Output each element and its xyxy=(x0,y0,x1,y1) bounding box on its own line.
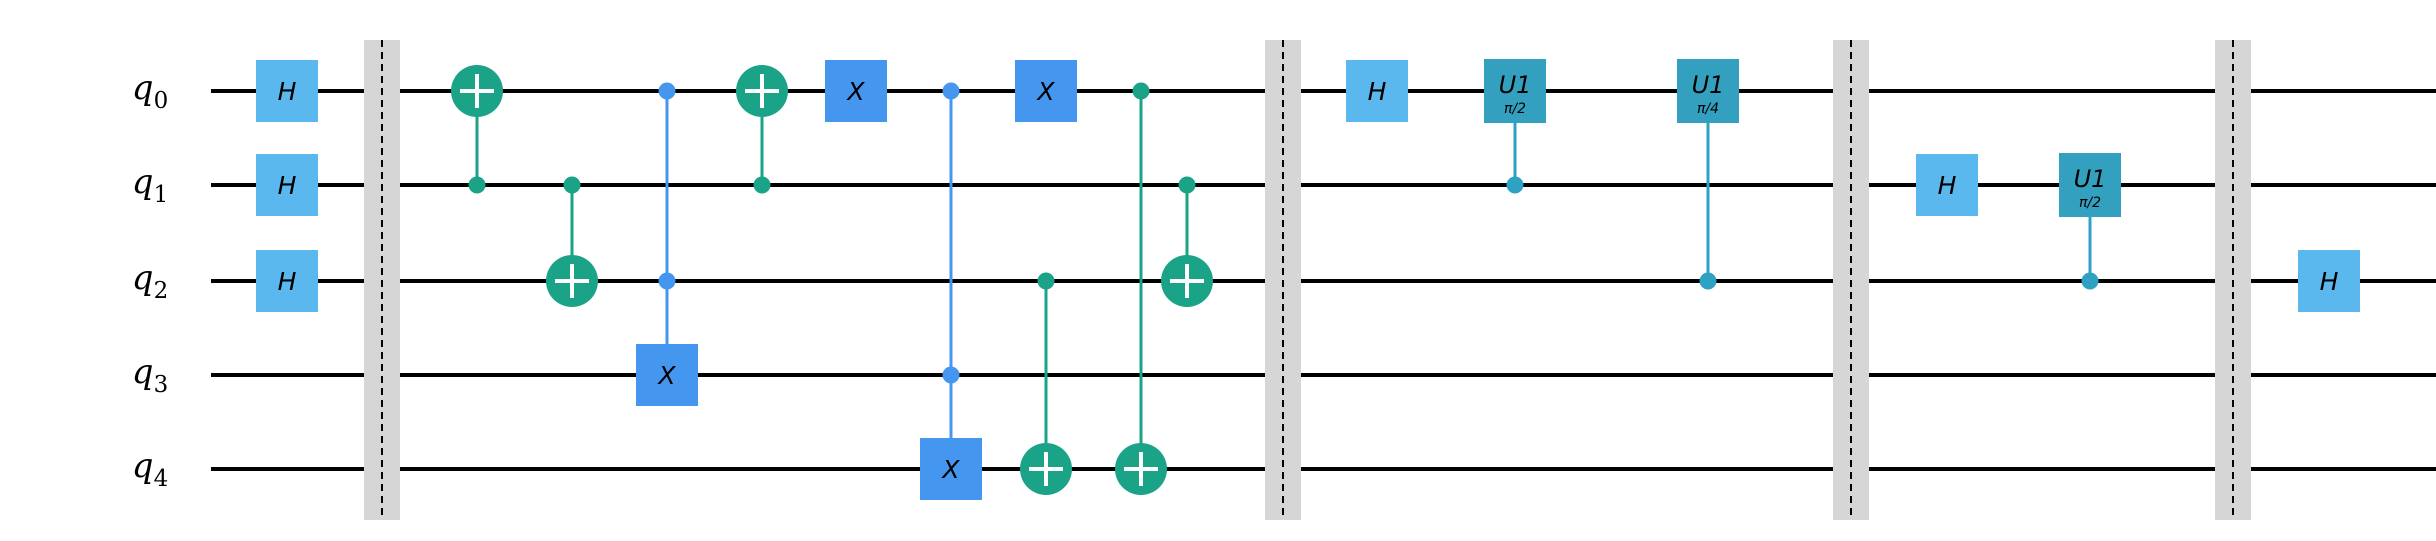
qubit-wires xyxy=(211,89,2436,471)
qubit-name: q xyxy=(132,352,154,392)
cnot-target xyxy=(736,65,788,117)
gate-box xyxy=(825,60,887,122)
qubit-index: 3 xyxy=(154,372,169,398)
gate-box xyxy=(1916,154,1978,216)
u1-gate: U1π/2 xyxy=(1484,59,1546,123)
gate-label: H xyxy=(278,267,297,296)
gate-box xyxy=(2298,250,2360,312)
u1-gate: U1π/4 xyxy=(1677,59,1739,123)
h-gate-q1: H xyxy=(1916,154,1978,216)
x-gate-q0: X xyxy=(825,60,887,122)
gate-box xyxy=(256,60,318,122)
gate-label: X xyxy=(1035,77,1055,106)
gate-box xyxy=(636,344,698,406)
cnot-target xyxy=(1161,255,1213,307)
control-dot xyxy=(1506,176,1524,194)
qubit-label-4: q4 xyxy=(132,446,168,492)
gate-box xyxy=(1015,60,1077,122)
control-dot xyxy=(1178,176,1196,194)
gate-label: X xyxy=(656,361,676,390)
u1-param: π/2 xyxy=(1504,101,1526,117)
gate-box xyxy=(1677,59,1739,123)
gate-box xyxy=(2059,153,2121,217)
control-dot xyxy=(468,176,486,194)
toffoli-x-gate: X xyxy=(920,438,982,500)
u1-param: π/2 xyxy=(2079,195,2101,211)
barrier xyxy=(2215,40,2251,520)
control-dot xyxy=(942,366,960,384)
control-dot xyxy=(1132,82,1150,100)
control-dot xyxy=(658,82,676,100)
toffoli-x-gate: X xyxy=(636,344,698,406)
gate-label: H xyxy=(1368,77,1387,106)
h-gate-q1: H xyxy=(256,154,318,216)
cnot-target xyxy=(1020,443,1072,495)
qubit-name: q xyxy=(132,68,154,108)
gate-label: X xyxy=(845,77,865,106)
barrier xyxy=(364,40,400,520)
u1-label: U1 xyxy=(1499,71,1532,99)
control-dot xyxy=(942,82,960,100)
cnot-target xyxy=(546,255,598,307)
qubit-name: q xyxy=(132,258,154,298)
u1-gate: U1π/2 xyxy=(2059,153,2121,217)
control-dot xyxy=(1699,272,1717,290)
gate-box xyxy=(920,438,982,500)
cnot-target xyxy=(451,65,503,117)
cnot-target xyxy=(1115,443,1167,495)
gate-box xyxy=(256,154,318,216)
u1-label: U1 xyxy=(2074,165,2107,193)
qubit-index: 2 xyxy=(154,278,169,304)
h-gate-q2: H xyxy=(256,250,318,312)
qubit-name: q xyxy=(132,162,154,202)
gate-box xyxy=(1484,59,1546,123)
control-dot xyxy=(2081,272,2099,290)
barrier xyxy=(1833,40,1869,520)
gate-label: H xyxy=(1938,171,1957,200)
control-dot xyxy=(1037,272,1055,290)
qubit-index: 4 xyxy=(154,466,169,492)
h-gate-q2: H xyxy=(2298,250,2360,312)
qubit-index: 1 xyxy=(154,182,169,208)
qubit-label-3: q3 xyxy=(132,352,168,398)
gate-label: H xyxy=(2320,267,2339,296)
gate-box xyxy=(256,250,318,312)
h-gate-q0: H xyxy=(1346,60,1408,122)
gate-label: H xyxy=(278,171,297,200)
h-gate-q0: H xyxy=(256,60,318,122)
control-dot xyxy=(753,176,771,194)
gate-label: X xyxy=(940,455,960,484)
gate-label: H xyxy=(278,77,297,106)
qubit-label-2: q2 xyxy=(132,258,168,304)
qubit-label-0: q0 xyxy=(132,68,168,114)
x-gate-q0: X xyxy=(1015,60,1077,122)
control-dot xyxy=(658,272,676,290)
qubit-label-1: q1 xyxy=(132,162,168,208)
control-dot xyxy=(563,176,581,194)
u1-label: U1 xyxy=(1692,71,1725,99)
qubit-index: 0 xyxy=(154,88,169,114)
u1-param: π/4 xyxy=(1697,101,1719,117)
barrier xyxy=(1265,40,1301,520)
gate-box xyxy=(1346,60,1408,122)
qubit-name: q xyxy=(132,446,154,486)
